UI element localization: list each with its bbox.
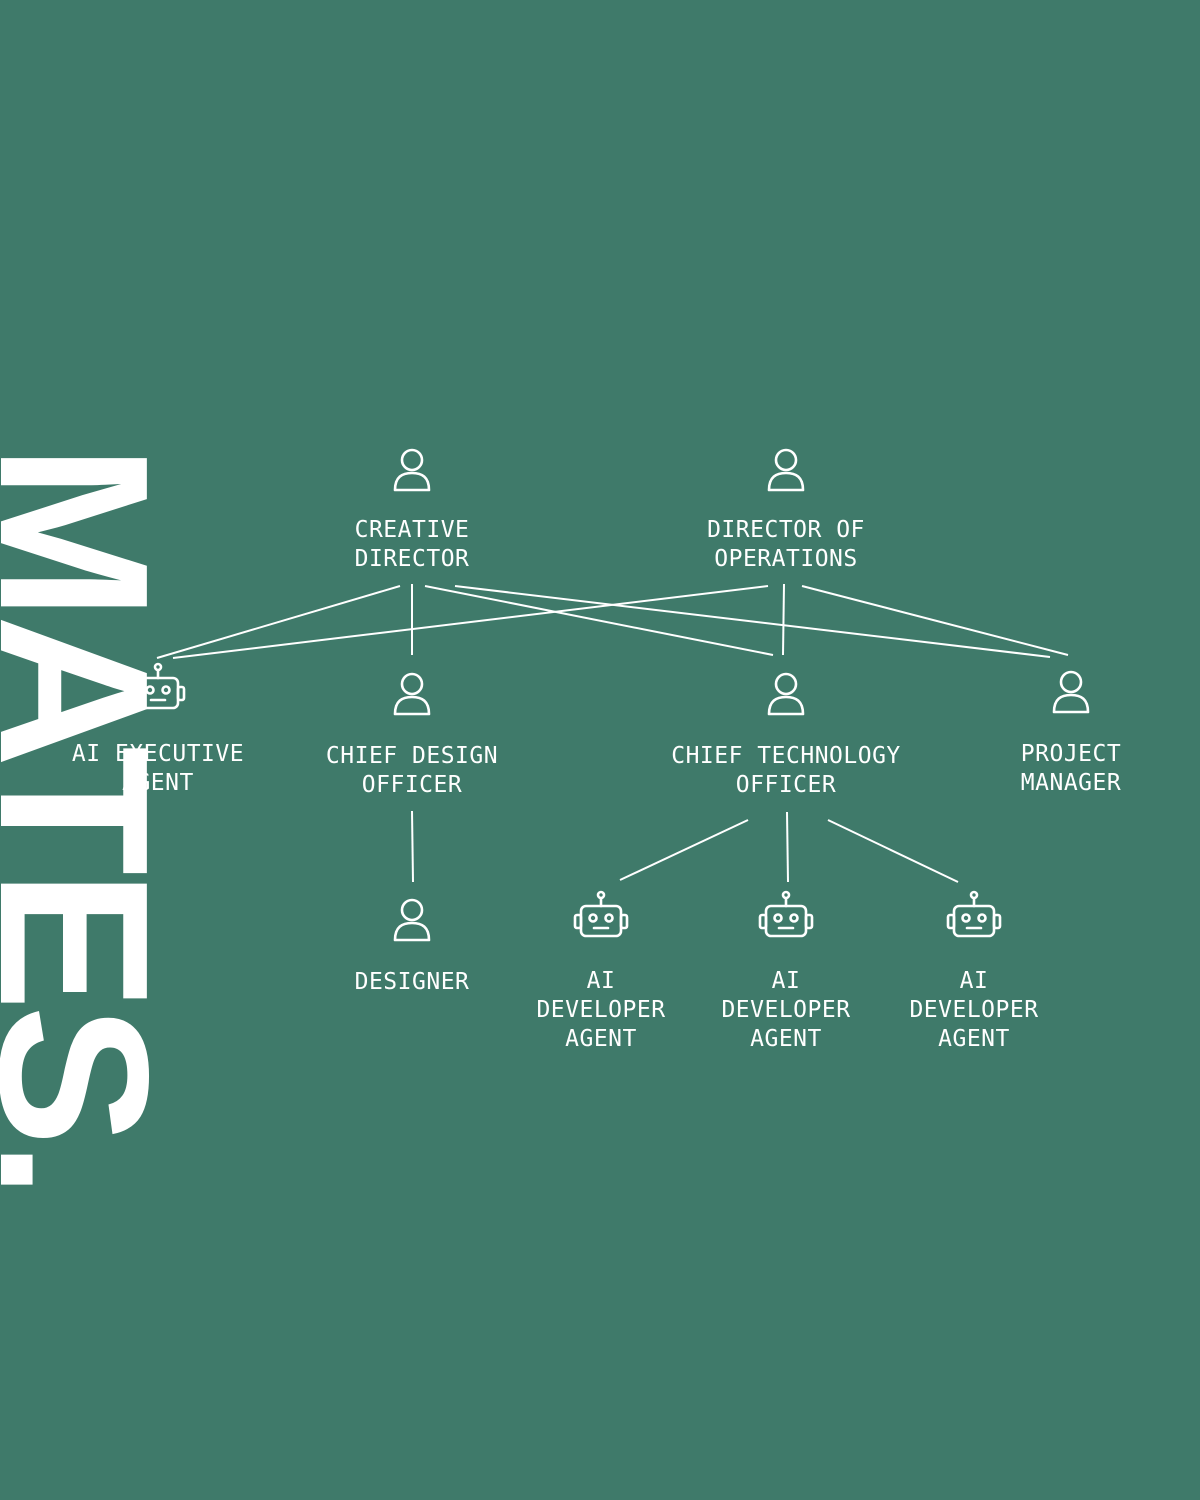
node-label-line: AGENT	[938, 1026, 1010, 1052]
node-label-line: DESIGNER	[354, 969, 470, 995]
person-icon	[767, 672, 805, 716]
edge-creative-director-to-ai-executive-agent	[156, 585, 401, 659]
robot-icon	[573, 890, 629, 938]
node-label-ai-executive-agent: AI EXECUTIVE AGENT	[72, 740, 244, 798]
node-label-line: AGENT	[565, 1026, 637, 1052]
node-label-line: OPERATIONS	[714, 546, 858, 572]
edge-chief-technology-officer-to-ai-developer-agent-1	[619, 819, 749, 881]
node-label-line: DEVELOPER	[909, 997, 1039, 1023]
node-label-line: AGENT	[750, 1026, 822, 1052]
edge-director-of-operations-to-chief-technology-officer	[782, 583, 785, 656]
wordmark-text: MATES.	[0, 444, 193, 1194]
node-label-line: DIRECTOR	[354, 546, 470, 572]
node-label-line: AI EXECUTIVE	[71, 741, 245, 767]
node-label-line: AI	[586, 968, 616, 994]
edge-creative-director-to-chief-technology-officer	[424, 585, 774, 656]
node-icons	[130, 448, 1090, 942]
node-label-ai-developer-agent-2: AI DEVELOPER AGENT	[721, 967, 850, 1054]
edge-chief-technology-officer-to-ai-developer-agent-3	[827, 819, 959, 883]
node-label-ai-developer-agent-3: AI DEVELOPER AGENT	[909, 967, 1038, 1054]
person-icon	[393, 448, 431, 492]
node-label-line: AI	[771, 968, 801, 994]
person-icon	[767, 448, 805, 492]
robot-icon	[946, 890, 1002, 938]
node-label-line: PROJECT	[1020, 741, 1122, 767]
node-label-chief-design-officer: CHIEF DESIGN OFFICER	[326, 742, 498, 800]
person-icon	[1052, 670, 1090, 714]
edge-director-of-operations-to-ai-executive-agent	[172, 585, 769, 659]
node-label-line: DEVELOPER	[536, 997, 666, 1023]
node-label-line: CHIEF TECHNOLOGY	[671, 743, 901, 769]
node-label-director-of-operations: DIRECTOR OF OPERATIONS	[707, 516, 865, 574]
node-label-line: DIRECTOR OF	[707, 517, 865, 543]
node-label-creative-director: CREATIVE DIRECTOR	[355, 516, 470, 574]
edge-director-of-operations-to-project-manager	[801, 585, 1069, 656]
node-label-line: OFFICER	[735, 772, 837, 798]
edge-creative-director-to-project-manager	[454, 585, 1051, 658]
node-label-line: AGENT	[122, 770, 194, 796]
edge-chief-technology-officer-to-ai-developer-agent-2	[786, 811, 789, 883]
node-label-line: AI	[959, 968, 989, 994]
node-label-line: CREATIVE	[354, 517, 470, 543]
node-label-designer: DESIGNER	[355, 968, 470, 997]
node-label-project-manager: PROJECT MANAGER	[1021, 740, 1121, 798]
node-label-chief-technology-officer: CHIEF TECHNOLOGY OFFICER	[671, 742, 901, 800]
node-label-ai-developer-agent-1: AI DEVELOPER AGENT	[536, 967, 665, 1054]
node-label-line: CHIEF DESIGN	[325, 743, 499, 769]
connector-lines	[156, 583, 1069, 883]
robot-icon	[758, 890, 814, 938]
robot-icon	[130, 662, 186, 710]
node-label-line: OFFICER	[361, 772, 463, 798]
node-label-line: DEVELOPER	[721, 997, 851, 1023]
edge-chief-design-officer-to-designer	[411, 810, 414, 883]
person-icon	[393, 898, 431, 942]
person-icon	[393, 672, 431, 716]
node-label-line: MANAGER	[1020, 770, 1122, 796]
